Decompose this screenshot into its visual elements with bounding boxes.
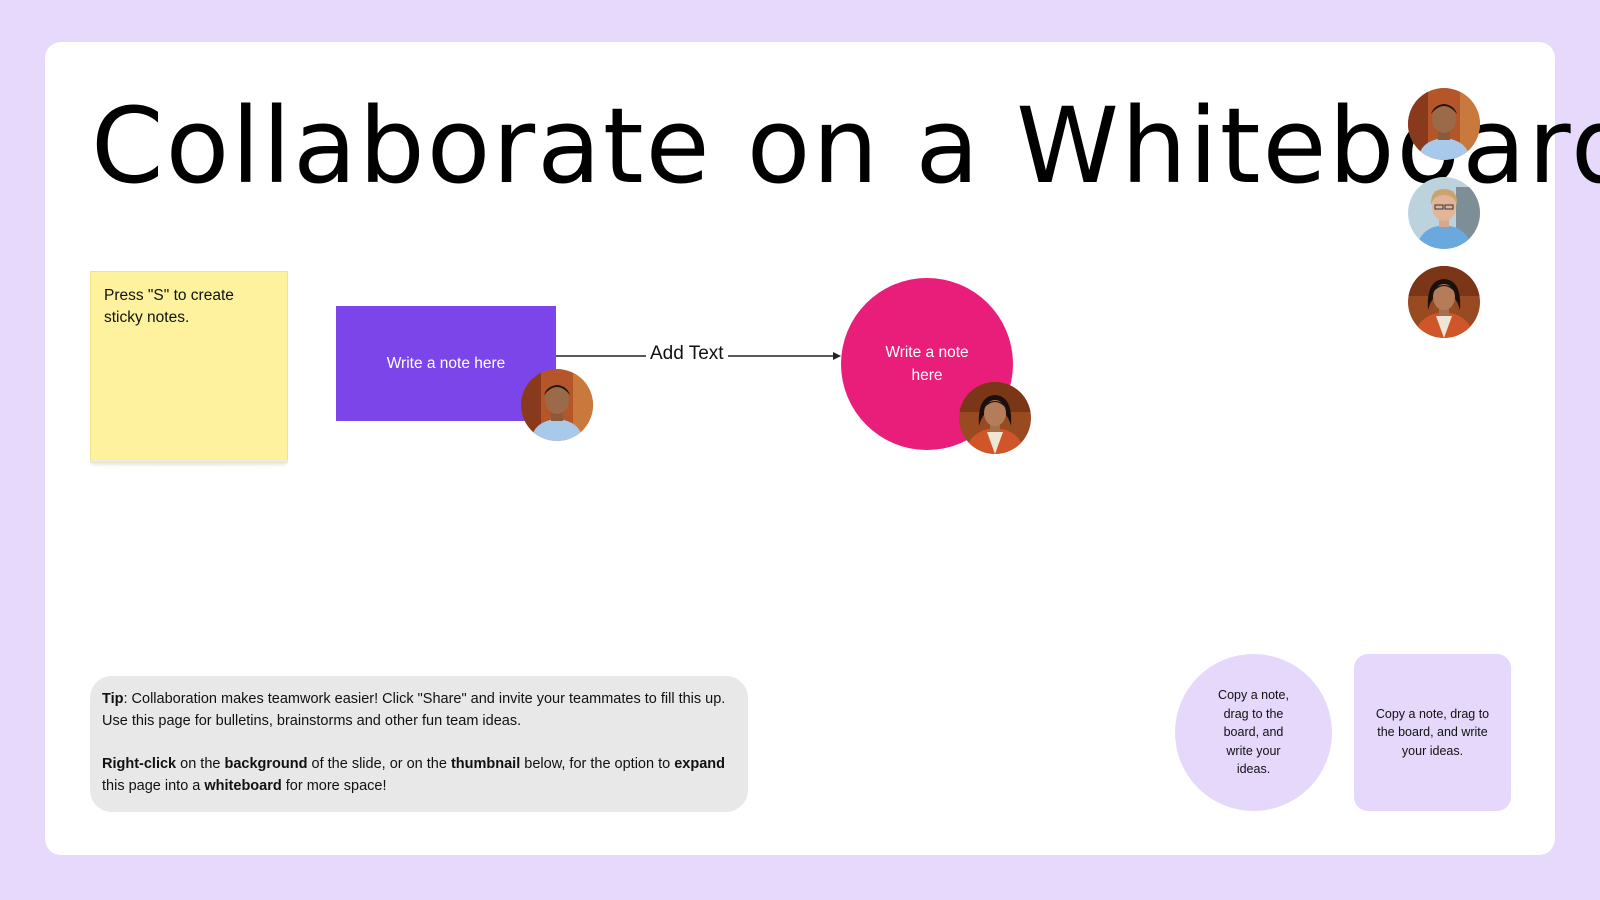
avatar-woman-icon	[1408, 266, 1480, 338]
tip-paragraph-2: Right-click on the background of the sli…	[102, 756, 725, 794]
avatar-man-icon	[1408, 88, 1480, 160]
circle-note-author-avatar[interactable]	[959, 382, 1031, 454]
tip-paragraph-1: Tip: Collaboration makes teamwork easier…	[102, 691, 726, 729]
avatar-man-icon	[521, 369, 593, 441]
page-title: Collaborate on a Whiteboard	[91, 85, 1600, 207]
connector-label[interactable]: Add Text	[646, 343, 728, 365]
sticky-note[interactable]: Press "S" to create sticky notes.	[90, 271, 288, 463]
sticky-note-shadow	[90, 460, 288, 466]
collaborator-avatar-3[interactable]	[1408, 266, 1480, 338]
collaborator-avatar-2[interactable]	[1408, 177, 1480, 249]
rectangle-note[interactable]: Write a note here	[336, 306, 556, 421]
tip-box[interactable]: Tip: Collaboration makes teamwork easier…	[90, 676, 748, 812]
copy-note-square[interactable]: Copy a note, drag to the board, and writ…	[1354, 654, 1511, 811]
whiteboard-canvas[interactable]: Collaborate on a Whiteboard	[45, 42, 1600, 855]
avatar-woman-icon	[959, 382, 1031, 454]
rect-note-author-avatar[interactable]	[521, 369, 593, 441]
arrowhead-icon	[833, 352, 841, 360]
collaborator-avatar-1[interactable]	[1408, 88, 1480, 160]
avatar-woman-icon	[1408, 177, 1480, 249]
copy-note-circle[interactable]: Copy a note, drag to the board, and writ…	[1175, 654, 1332, 811]
